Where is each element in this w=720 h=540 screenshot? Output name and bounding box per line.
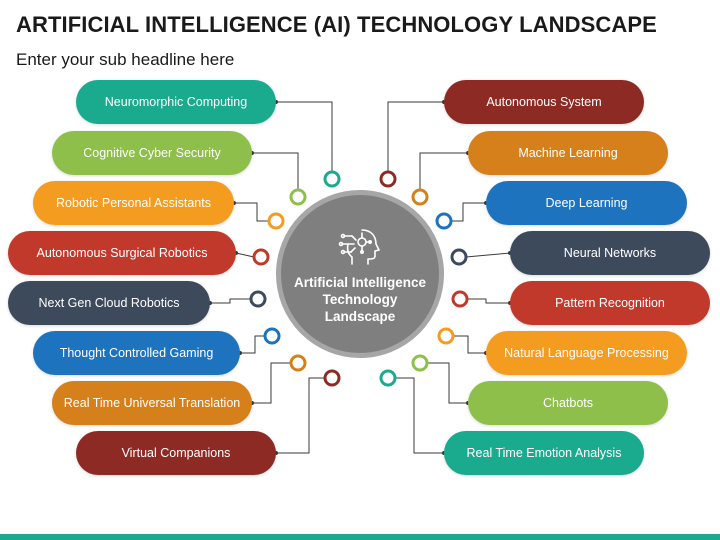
connector-ring-marker <box>451 290 469 308</box>
connector-ring-marker <box>450 248 468 266</box>
technology-pill-left-5: Next Gen Cloud Robotics <box>8 281 210 325</box>
technology-label: Next Gen Cloud Robotics <box>38 296 180 310</box>
connector-ring-marker <box>379 170 397 188</box>
technology-label: Thought Controlled Gaming <box>59 346 214 360</box>
technology-label: Neural Networks <box>563 246 657 260</box>
technology-pill-right-7: Chatbots <box>468 381 668 425</box>
connector-ring-marker <box>411 354 429 372</box>
technology-pill-left-3: Robotic Personal Assistants <box>33 181 234 225</box>
connector-ring-marker <box>437 327 455 345</box>
technology-pill-left-6: Thought Controlled Gaming <box>33 331 240 375</box>
center-label: Artificial Intelligence Technology Lands… <box>293 274 427 324</box>
technology-label: Chatbots <box>542 396 594 410</box>
connector-line <box>252 362 291 404</box>
technology-label: Natural Language Processing <box>504 346 669 360</box>
technology-label: Machine Learning <box>518 146 618 160</box>
technology-pill-left-1: Neuromorphic Computing <box>76 80 276 124</box>
ai-head-circuit-icon <box>338 228 380 265</box>
connector-ring-marker <box>411 188 429 206</box>
bottom-accent-bar <box>0 534 720 540</box>
technology-pill-right-4: Neural Networks <box>510 231 710 275</box>
connector-ring-marker <box>252 248 270 266</box>
connector-line <box>240 335 265 354</box>
technology-label: Neuromorphic Computing <box>104 95 248 109</box>
connector-ring-marker <box>267 212 285 230</box>
technology-label: Real Time Emotion Analysis <box>466 446 622 460</box>
technology-pill-right-5: Pattern Recognition <box>510 281 710 325</box>
connector-ring-marker <box>289 188 307 206</box>
technology-pill-right-2: Machine Learning <box>468 131 668 175</box>
connector-line <box>276 101 333 186</box>
connector-ring-marker <box>249 290 267 308</box>
technology-pill-left-4: Autonomous Surgical Robotics <box>8 231 236 275</box>
technology-label: Deep Learning <box>545 196 628 210</box>
connector-line <box>419 152 468 204</box>
page-subtitle: Enter your sub headline here <box>16 50 235 69</box>
technology-pill-left-2: Cognitive Cyber Security <box>52 131 252 175</box>
connector-line <box>453 335 486 354</box>
connector-ring-marker <box>289 354 307 372</box>
technology-label: Robotic Personal Assistants <box>56 196 211 210</box>
connector-ring-marker <box>435 212 453 230</box>
technology-pill-right-6: Natural Language Processing <box>486 331 687 375</box>
technology-label: Pattern Recognition <box>555 296 665 310</box>
connector-line <box>252 152 299 204</box>
technology-label: Real Time Universal Translation <box>63 396 241 410</box>
page-title: ARTIFICIAL INTELLIGENCE (AI) TECHNOLOGY … <box>16 12 657 37</box>
center-hub: Artificial Intelligence Technology Lands… <box>276 190 444 358</box>
connector-ring-marker <box>379 369 397 387</box>
technology-pill-left-7: Real Time Universal Translation <box>52 381 252 425</box>
connector-ring-marker <box>323 369 341 387</box>
technology-label: Autonomous Surgical Robotics <box>36 246 208 260</box>
technology-label: Virtual Companions <box>121 446 231 460</box>
connector-line <box>387 101 444 186</box>
connector-line <box>451 202 486 222</box>
connector-line <box>427 362 468 404</box>
connector-line <box>467 298 510 304</box>
connector-line <box>465 252 511 258</box>
connector-line <box>235 252 255 258</box>
connector-line <box>276 377 325 454</box>
connector-line <box>210 298 251 304</box>
connector-line <box>395 377 444 454</box>
technology-pill-right-3: Deep Learning <box>486 181 687 225</box>
technology-label: Autonomous System <box>486 95 602 109</box>
connector-ring-marker <box>263 327 281 345</box>
technology-label: Cognitive Cyber Security <box>83 146 221 160</box>
connector-line <box>234 202 269 222</box>
technology-pill-right-8: Real Time Emotion Analysis <box>444 431 644 475</box>
connector-ring-marker <box>323 170 341 188</box>
technology-pill-right-1: Autonomous System <box>444 80 644 124</box>
technology-pill-left-8: Virtual Companions <box>76 431 276 475</box>
